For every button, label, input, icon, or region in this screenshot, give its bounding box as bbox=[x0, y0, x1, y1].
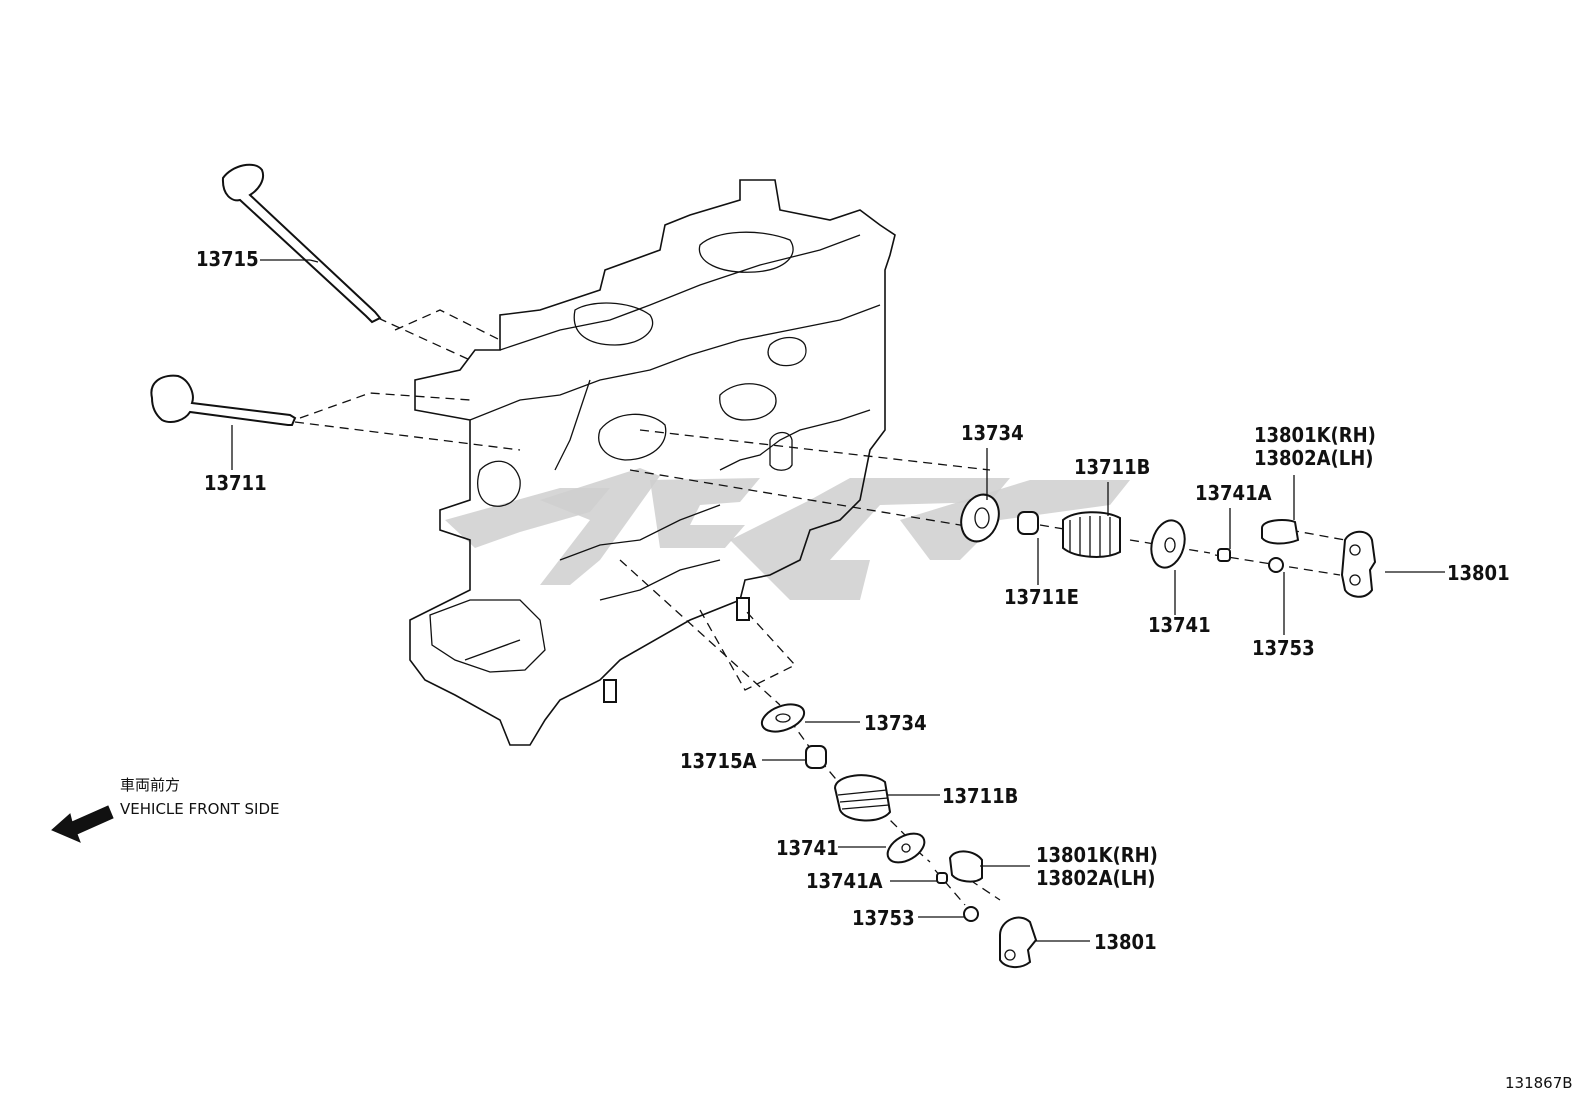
label-13711E: 13711E bbox=[1004, 585, 1079, 609]
label-13711B-bottom: 13711B bbox=[942, 784, 1018, 808]
label-13734-top: 13734 bbox=[961, 421, 1024, 445]
assembly-lines bbox=[294, 309, 1346, 906]
label-13802A-top: 13802A(LH) bbox=[1254, 446, 1374, 470]
label-13741-top: 13741 bbox=[1148, 613, 1211, 637]
parts-row-top bbox=[960, 493, 1377, 598]
label-13715A: 13715A bbox=[680, 749, 757, 773]
label-13753-bottom: 13753 bbox=[852, 906, 915, 930]
direction-note-jp: 車両前方 bbox=[120, 776, 180, 794]
label-13802A-bottom: 13802A(LH) bbox=[1036, 866, 1156, 890]
label-13801-top: 13801 bbox=[1447, 561, 1510, 585]
label-13741-bottom: 13741 bbox=[776, 836, 839, 860]
part-labels: 13715 13711 13734 13711B 13711E 13741 13… bbox=[196, 247, 1510, 954]
arrow-left-down-icon bbox=[51, 805, 114, 843]
valve-13711 bbox=[150, 374, 297, 426]
leader-lines bbox=[231, 259, 1445, 942]
label-13801K-bottom: 13801K(RH) bbox=[1036, 843, 1158, 867]
label-13801-bottom: 13801 bbox=[1094, 930, 1157, 954]
valve-13715 bbox=[221, 163, 382, 324]
parts-row-bottom bbox=[760, 703, 1038, 968]
diagram-reference: 131867B bbox=[1505, 1074, 1573, 1092]
direction-indicator: 車両前方 VEHICLE FRONT SIDE bbox=[51, 776, 280, 843]
label-13734-bottom: 13734 bbox=[864, 711, 927, 735]
label-13741A-top: 13741A bbox=[1195, 481, 1272, 505]
direction-note-en: VEHICLE FRONT SIDE bbox=[120, 800, 280, 818]
label-13801K-top: 13801K(RH) bbox=[1254, 423, 1376, 447]
label-13715: 13715 bbox=[196, 247, 259, 271]
label-13753-top: 13753 bbox=[1252, 636, 1315, 660]
cylinder-head bbox=[409, 179, 896, 746]
label-13711B-top: 13711B bbox=[1074, 455, 1150, 479]
label-13741A-bottom: 13741A bbox=[806, 869, 883, 893]
label-13711: 13711 bbox=[204, 471, 267, 495]
